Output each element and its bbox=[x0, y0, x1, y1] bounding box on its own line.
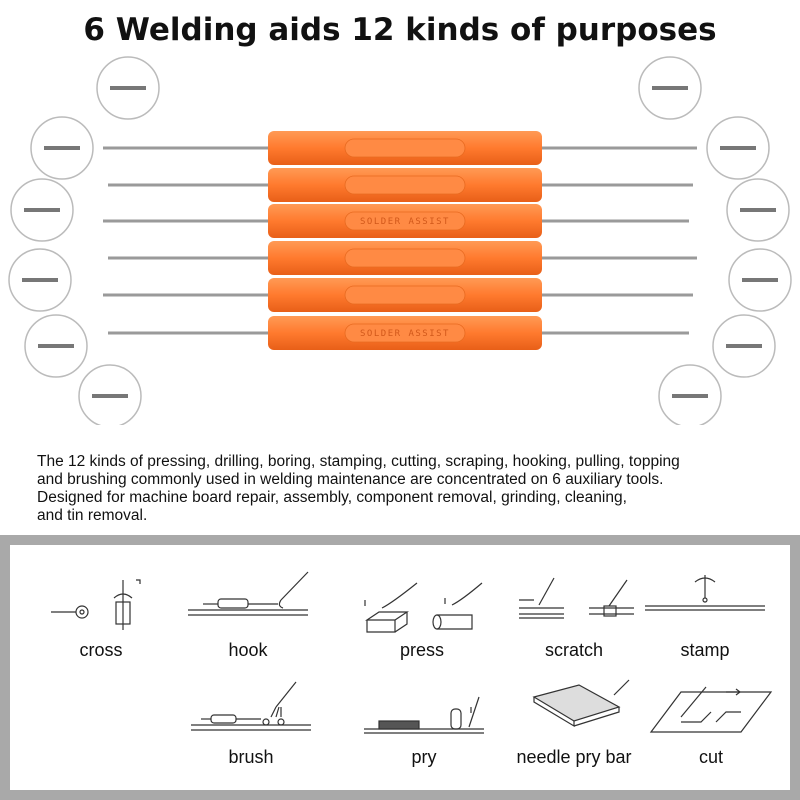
uses-panel bbox=[10, 545, 790, 790]
handle-lettering: SOLDER ASSIST bbox=[360, 217, 450, 227]
use-pry: pry bbox=[349, 677, 499, 768]
stamp-icon bbox=[645, 575, 765, 611]
use-needle-pry-bar: needle pry bar bbox=[499, 677, 649, 768]
tool-tip-closeup bbox=[706, 116, 770, 180]
tool-tip-closeup bbox=[728, 248, 792, 312]
press-icon bbox=[364, 582, 483, 633]
tool-tip-closeup bbox=[726, 178, 790, 242]
tool-tip-closeup bbox=[96, 56, 160, 120]
brush-icon bbox=[191, 681, 311, 731]
scratch-icon bbox=[519, 577, 634, 619]
use-label: scratch bbox=[544, 640, 604, 660]
description-line: The 12 kinds of pressing, drilling, bori… bbox=[37, 453, 680, 470]
use-brush: brush bbox=[176, 677, 326, 768]
use-hook: hook bbox=[173, 570, 323, 661]
use-cross: cross bbox=[26, 570, 176, 661]
description-line: Designed for machine board repair, assem… bbox=[37, 489, 627, 506]
description-line: and tin removal. bbox=[37, 507, 148, 524]
tool-tip-closeup bbox=[10, 178, 74, 242]
needle-pry-bar-icon bbox=[532, 679, 630, 728]
hook-icon bbox=[188, 571, 309, 616]
use-label: pry bbox=[411, 747, 437, 767]
tool-tip-closeup bbox=[8, 248, 72, 312]
use-scratch: scratch bbox=[499, 570, 649, 661]
use-label: stamp bbox=[680, 640, 730, 660]
tool-tip-closeup bbox=[78, 364, 142, 425]
use-label: cut bbox=[698, 747, 723, 767]
pry-icon bbox=[364, 696, 484, 734]
tool-set-photo: SOLDER ASSIST SOLDER ASSIST bbox=[8, 56, 792, 425]
tool-tip-closeup bbox=[638, 56, 702, 120]
tool-tip-closeup bbox=[24, 314, 88, 378]
tool bbox=[103, 278, 693, 312]
page-title: 6 Welding aids 12 kinds of purposes bbox=[83, 12, 717, 48]
tool bbox=[103, 131, 697, 165]
use-label: cross bbox=[79, 640, 123, 660]
use-label: needle pry bar bbox=[516, 747, 632, 767]
use-stamp: stamp bbox=[630, 570, 780, 661]
description-line: and brushing commonly used in welding ma… bbox=[37, 471, 664, 488]
use-label: press bbox=[399, 640, 444, 660]
tool-tip-closeup bbox=[712, 314, 776, 378]
tool bbox=[108, 316, 689, 350]
handle-lettering: SOLDER ASSIST bbox=[360, 329, 450, 339]
description: The 12 kinds of pressing, drilling, bori… bbox=[37, 453, 777, 525]
cross-icon bbox=[51, 579, 141, 630]
use-label: hook bbox=[228, 640, 268, 660]
tool bbox=[108, 168, 693, 202]
cut-icon bbox=[649, 686, 773, 733]
tool bbox=[103, 204, 689, 238]
use-label: brush bbox=[228, 747, 274, 767]
use-cut: cut bbox=[636, 677, 786, 768]
tool bbox=[108, 241, 697, 275]
tool-tip-closeup bbox=[658, 364, 722, 425]
use-press: press bbox=[347, 570, 497, 661]
tool-tip-closeup bbox=[30, 116, 94, 180]
